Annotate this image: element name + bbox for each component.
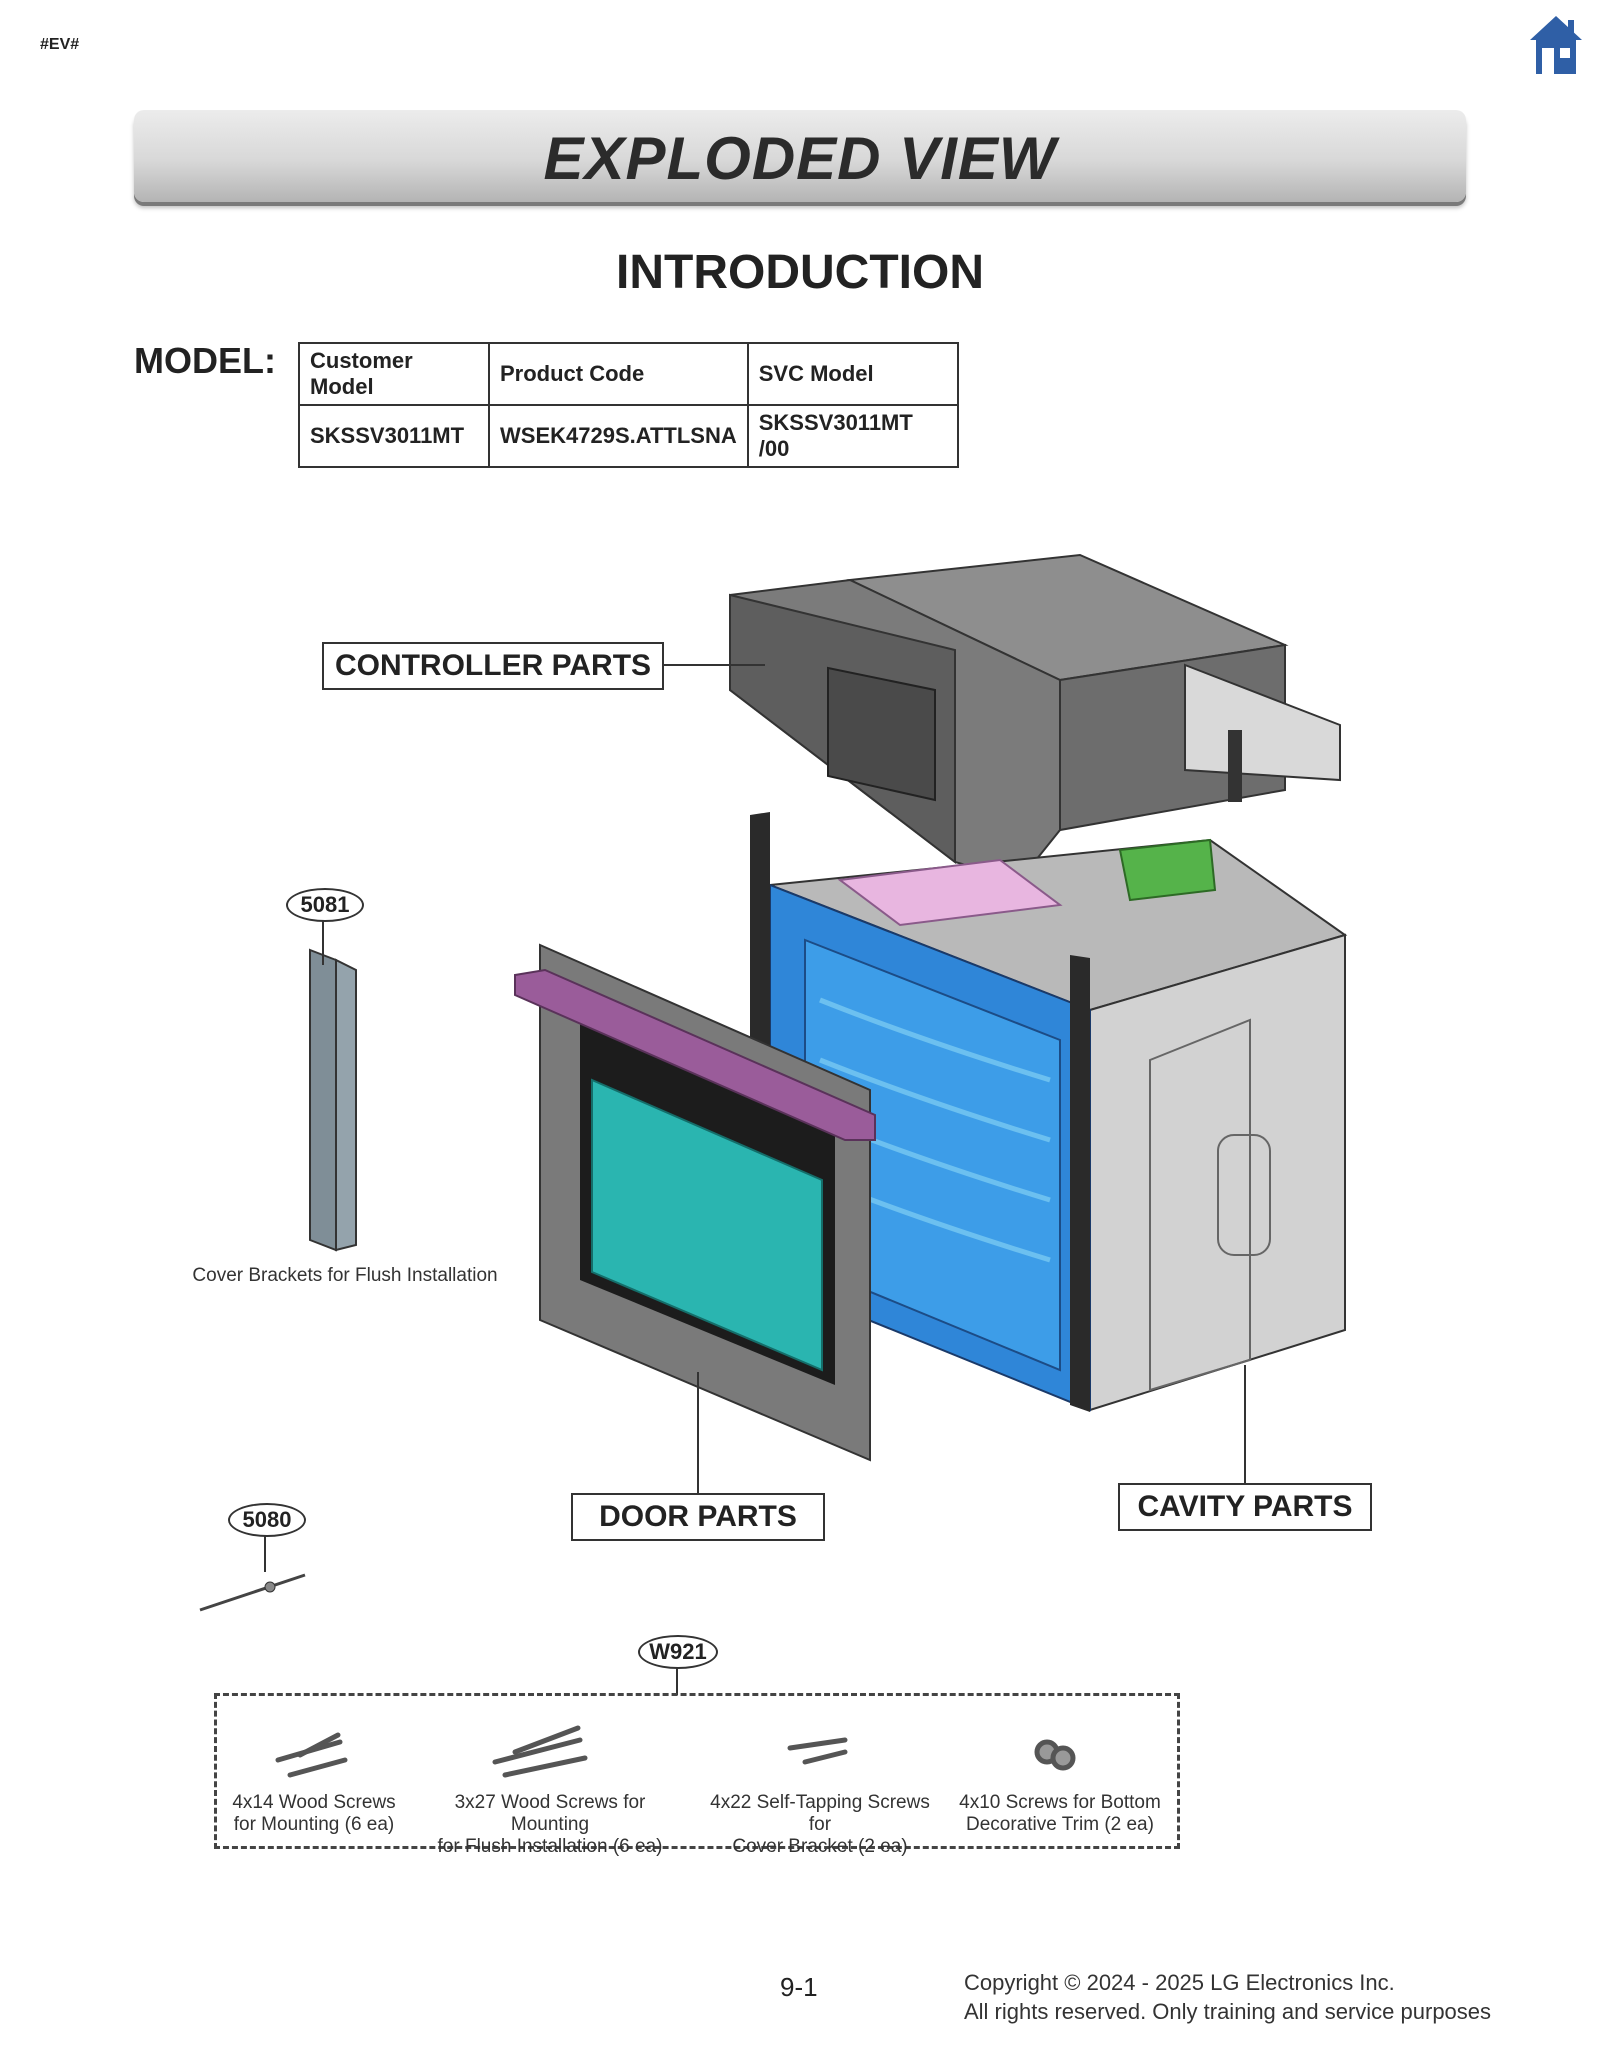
cavity-parts-label[interactable]: CAVITY PARTS [1118, 1483, 1372, 1531]
table-header-cell: SVC Model [746, 342, 959, 406]
table-row: SKSSV3011MT WSEK4729S.ATTLSNA SKSSV3011M… [298, 404, 959, 468]
section-heading: INTRODUCTION [616, 246, 984, 299]
table-cell: WSEK4729S.ATTLSNA [488, 404, 749, 468]
model-table: Customer Model Product Code SVC Model SK… [298, 342, 959, 468]
page-tag: #EV# [40, 36, 80, 53]
table-row: Customer Model Product Code SVC Model [298, 342, 959, 406]
door-parts-label[interactable]: DOOR PARTS [571, 1493, 825, 1541]
sensor-rod-part [199, 1573, 306, 1612]
copyright-notice: Copyright © 2024 - 2025 LG Electronics I… [964, 1970, 1492, 2024]
table-cell: SKSSV3011MT /00 [746, 404, 959, 468]
home-icon[interactable] [1528, 14, 1584, 76]
page-number: 9-1 [780, 1972, 818, 2002]
hardware-kit-box [214, 1693, 1180, 1849]
model-label: MODEL: [134, 340, 276, 381]
part-number-w921[interactable]: W921 [638, 1635, 718, 1669]
door-assembly [514, 943, 876, 1462]
controller-parts-label[interactable]: CONTROLLER PARTS [322, 642, 664, 690]
controller-assembly [729, 553, 1341, 882]
title-banner: EXPLODED VIEW [134, 110, 1466, 202]
screw-icon [275, 1725, 1076, 1778]
part-5081-caption: Cover Brackets for Flush Installation [192, 1265, 498, 1286]
table-header-cell: Customer Model [298, 342, 490, 406]
page-title: EXPLODED VIEW [543, 125, 1057, 192]
cover-bracket-part [309, 948, 357, 1252]
table-cell: SKSSV3011MT [298, 404, 490, 468]
part-number-5080[interactable]: 5080 [228, 1503, 306, 1537]
table-header-cell: Product Code [488, 342, 749, 406]
part-number-5081[interactable]: 5081 [286, 888, 364, 922]
